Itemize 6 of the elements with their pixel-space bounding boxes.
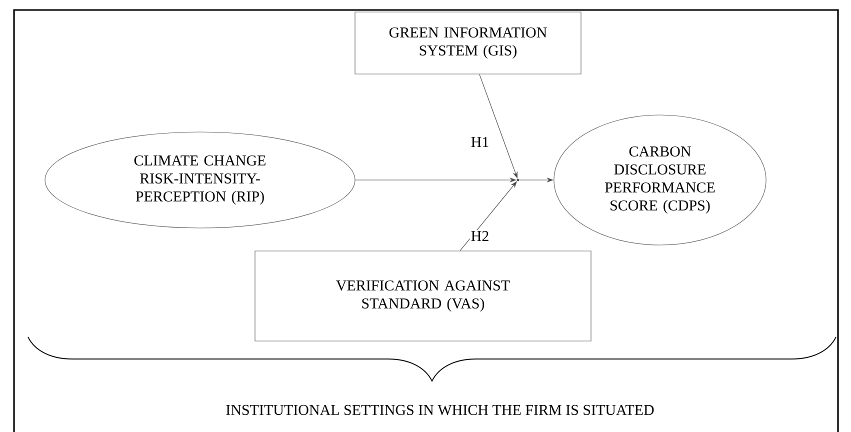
junction-point (516, 178, 520, 182)
edge-label: H2 (470, 230, 490, 242)
caption-text: INSTITUTIONAL SETTINGS IN WHICH THE FIRM IS SITUATED (226, 404, 654, 416)
construct-box: VERIFICATION AGAINST STANDARD (VAS) (254, 250, 592, 342)
edge-label: H1 (470, 136, 490, 148)
construct-box: GREEN INFORMATION SYSTEM (GIS) (354, 12, 582, 74)
